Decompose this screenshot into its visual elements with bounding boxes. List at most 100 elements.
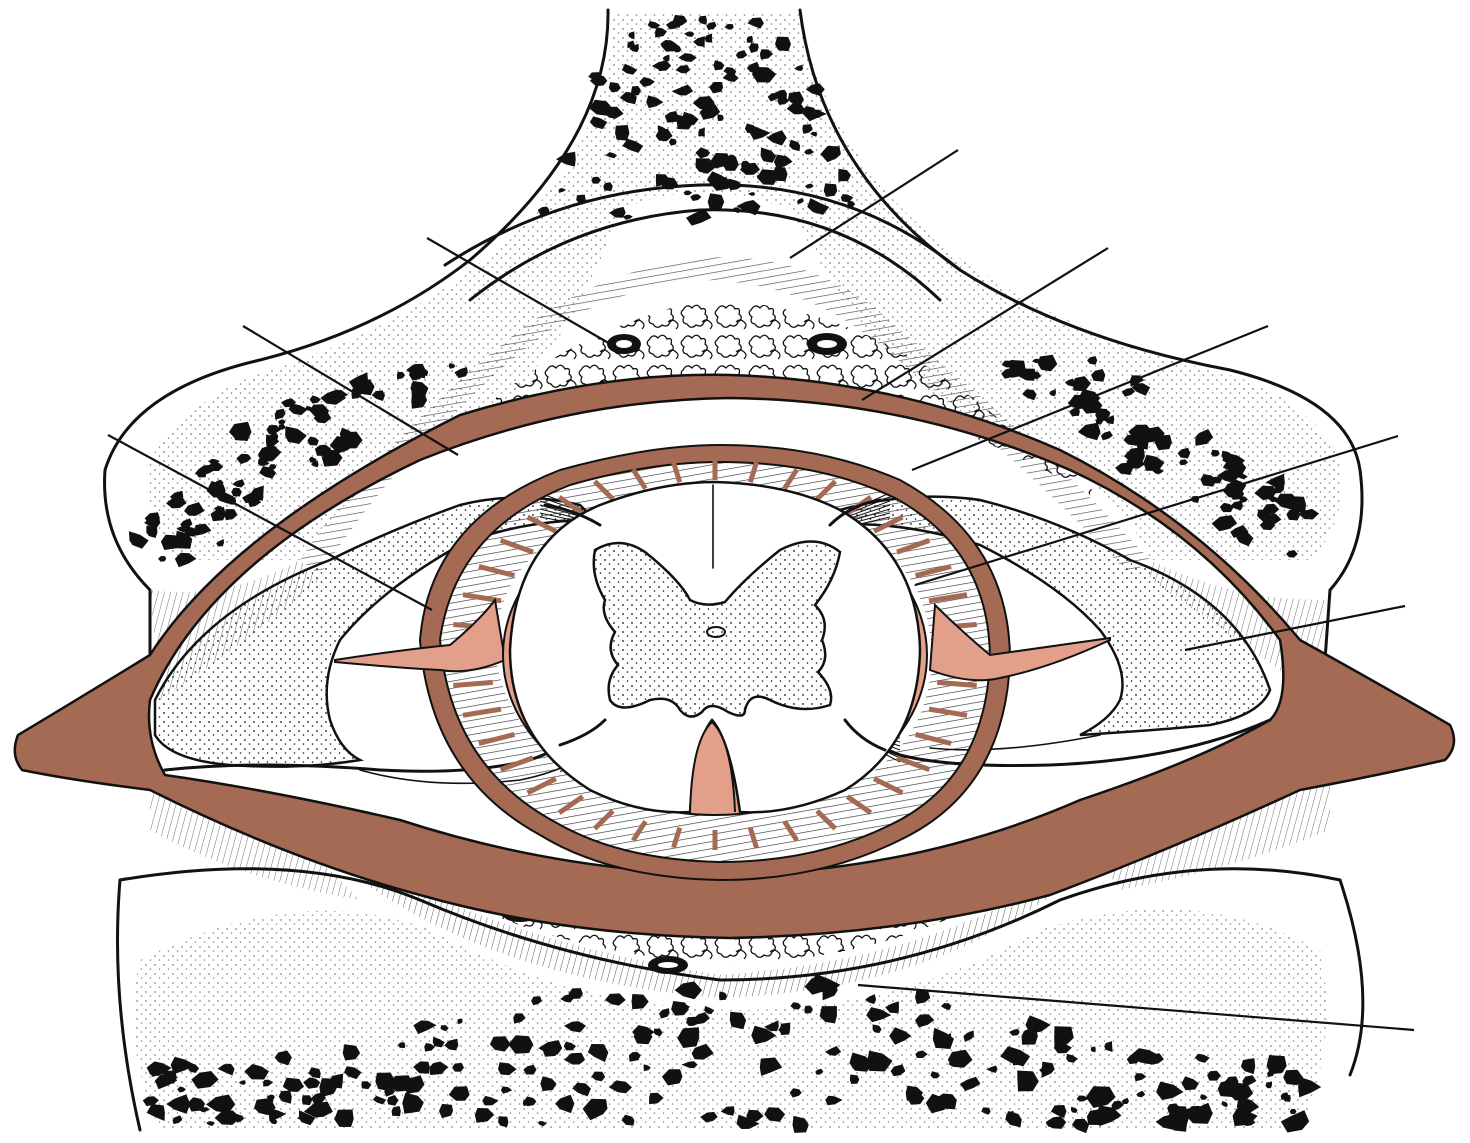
- bone-trabecula: [805, 83, 825, 96]
- bone-trabecula: [454, 367, 468, 379]
- bone-trabecula: [1265, 1081, 1272, 1089]
- bone-trabecula: [941, 1003, 952, 1011]
- bone-trabecula: [1211, 515, 1238, 532]
- bone-trabecula: [1001, 360, 1014, 368]
- bone-trabecula: [608, 82, 621, 93]
- bone-trabecula: [707, 193, 725, 211]
- bone-trabecula: [191, 1071, 219, 1089]
- bone-trabecula: [700, 1111, 718, 1123]
- bone-trabecula: [344, 1066, 362, 1080]
- arachnoid-trabecula: [747, 827, 759, 849]
- bone-trabecula: [628, 31, 635, 40]
- bone-trabecula: [849, 1074, 860, 1084]
- bone-trabecula: [802, 124, 813, 134]
- bone-trabecula: [238, 1080, 246, 1085]
- bone-trabecula: [555, 1094, 575, 1114]
- bone-trabecula: [187, 1097, 205, 1112]
- arachnoid-trabecula: [872, 776, 904, 796]
- bone-trabecula: [709, 82, 724, 94]
- bone-trabecula: [1094, 1105, 1122, 1127]
- central-canal: [706, 626, 726, 638]
- bone-trabecula: [413, 1061, 430, 1074]
- bone-trabecula: [176, 526, 187, 533]
- arachnoid-trabecula: [782, 468, 799, 490]
- bone-trabecula: [307, 436, 319, 446]
- bone-trabecula: [706, 21, 717, 31]
- bone-trabecula: [615, 125, 630, 141]
- arachnoid-trabecula: [896, 755, 931, 772]
- bone-trabecula: [1121, 1097, 1129, 1104]
- bone-trabecula: [225, 509, 238, 521]
- bone-trabecula: [603, 182, 613, 192]
- bone-trabecula: [266, 425, 281, 435]
- arachnoid-trabecula: [914, 731, 952, 746]
- bone-trabecula: [384, 1087, 396, 1097]
- bone-trabecula: [563, 1041, 576, 1051]
- bone-trabecula: [1021, 1027, 1038, 1045]
- bone-trabecula: [655, 128, 673, 142]
- bone-trabecula: [632, 1025, 655, 1040]
- bone-trabecula: [313, 410, 332, 424]
- bone-trabecula: [387, 1095, 399, 1106]
- bone-trabecula: [890, 1064, 906, 1077]
- leader-line: [911, 324, 1269, 472]
- bone-trabecula: [810, 131, 818, 137]
- bone-trabecula: [1230, 500, 1243, 511]
- bone-trabecula: [1076, 1095, 1089, 1102]
- bone-trabecula: [589, 99, 613, 116]
- bone-trabecula: [1090, 1046, 1096, 1053]
- bone-trabecula: [947, 1049, 973, 1068]
- bone-trabecula: [746, 1109, 764, 1122]
- bone-trabecula: [621, 63, 638, 75]
- bone-trabecula: [482, 1095, 499, 1106]
- bone-trabecula: [564, 1021, 586, 1033]
- arachnoid-trabecula: [526, 776, 558, 796]
- bone-trabecula: [661, 1069, 683, 1086]
- bone-trabecula: [1168, 1106, 1190, 1127]
- bone-trabecula: [213, 506, 223, 512]
- bone-trabecula: [764, 1020, 779, 1032]
- leader-line: [914, 434, 1399, 587]
- bone-trabecula: [1121, 387, 1136, 397]
- bone-trabecula: [622, 214, 633, 220]
- bone-trabecula: [1177, 447, 1191, 459]
- bone-trabecula: [724, 24, 734, 30]
- bone-trabecula: [930, 1071, 940, 1079]
- bone-trabecula: [558, 188, 567, 193]
- bone-trabecula: [1095, 408, 1109, 421]
- bone-trabecula: [717, 114, 724, 121]
- bone-trabecula: [582, 1098, 608, 1121]
- bone-trabecula: [792, 1115, 809, 1133]
- arachnoid-trabecula: [478, 564, 516, 579]
- bone-trabecula: [1236, 1096, 1260, 1114]
- bone-trabecula: [819, 1006, 837, 1024]
- arachnoid-trabecula: [557, 495, 585, 516]
- bone-trabecula: [236, 453, 252, 465]
- bone-trabecula: [744, 123, 757, 134]
- bone-trabecula: [885, 1001, 899, 1014]
- bone-trabecula: [361, 1081, 372, 1090]
- bone-trabecula: [1194, 1053, 1210, 1063]
- bone-trabecula: [158, 556, 167, 562]
- bone-trabecula: [693, 36, 705, 47]
- bone-trabecula: [907, 1090, 925, 1105]
- bone-trabecula: [704, 1006, 715, 1015]
- bone-trabecula: [1111, 1100, 1124, 1112]
- dura-mater: [13, 373, 1456, 940]
- bone-trabecula: [1183, 1102, 1213, 1124]
- bone-trabecula: [1136, 1090, 1146, 1098]
- bone-trabecula: [657, 60, 672, 72]
- bone-trabecula: [684, 31, 695, 37]
- leader-lines: [107, 149, 1415, 1032]
- bone-trabecula: [840, 194, 854, 203]
- bone-trabecula: [278, 419, 286, 425]
- bone-trabecula: [187, 1064, 200, 1073]
- bone-trabecula: [1289, 1109, 1297, 1115]
- bone-trabecula: [1239, 496, 1248, 503]
- bone-trabecula: [1126, 1054, 1141, 1065]
- bone-trabecula: [146, 525, 158, 538]
- bone-trabecula: [334, 1109, 354, 1127]
- leader-line: [107, 434, 433, 611]
- bone-trabecula: [1125, 456, 1146, 469]
- bone-trabecula: [643, 1064, 651, 1072]
